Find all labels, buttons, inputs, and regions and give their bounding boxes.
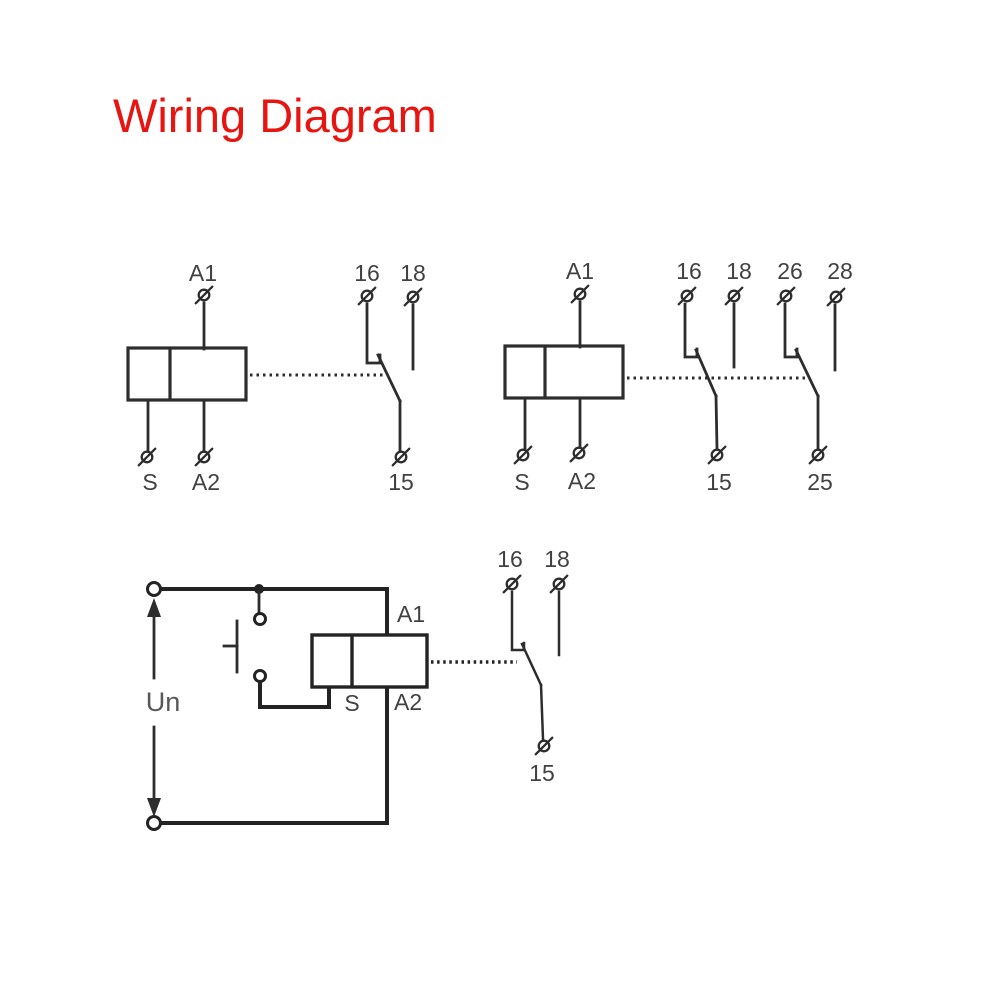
terminal-label-a2: A2 (394, 689, 422, 715)
screw-terminal-icon (534, 736, 554, 756)
screw-terminal-icon (357, 286, 377, 306)
terminal-label-18: 18 (400, 260, 426, 286)
supply-arrow-down-icon (147, 798, 161, 817)
screw-terminal-icon (570, 284, 590, 304)
push-button-contact (253, 669, 267, 683)
terminal-label-18: 18 (544, 546, 570, 572)
terminal-label-28: 28 (827, 258, 853, 284)
supply-top-wire (159, 587, 389, 636)
terminal-label-15: 15 (529, 760, 555, 786)
relay-coil-box (310, 633, 429, 689)
terminal-label-26: 26 (777, 258, 803, 284)
screw-terminal-icon (569, 443, 589, 463)
screw-terminal-icon (137, 447, 157, 467)
terminal-label-s: S (344, 690, 359, 716)
screw-terminal-icon (826, 287, 846, 307)
terminal-label-16: 16 (676, 258, 702, 284)
screw-terminal-icon (808, 445, 828, 465)
screw-terminal-icon (707, 445, 727, 465)
terminal-label-a1: A1 (566, 258, 594, 284)
nc-contact-seat (510, 590, 526, 652)
terminal-label-25: 25 (807, 469, 833, 495)
terminal-label-16: 16 (497, 546, 523, 572)
screw-terminal-icon (677, 286, 697, 306)
terminal-label-s: S (142, 469, 157, 495)
screw-terminal-icon (403, 287, 423, 307)
screw-terminal-icon (502, 574, 522, 594)
terminal-label-a1: A1 (189, 260, 217, 286)
screw-terminal-icon (776, 286, 796, 306)
junction-dot (254, 584, 264, 594)
terminal-label-15: 15 (706, 469, 732, 495)
changeover-contact-arm (520, 642, 543, 687)
terminal-label-15: 15 (388, 469, 414, 495)
terminal-label-a2: A2 (568, 468, 596, 494)
supply-terminal-node (146, 581, 162, 597)
button-to-s-wire (258, 680, 331, 709)
screw-terminal-icon (724, 286, 744, 306)
page-title: Wiring Diagram (113, 89, 437, 142)
screw-terminal-icon (194, 447, 214, 467)
changeover-contact-arm (694, 348, 718, 398)
terminal-label-a1: A1 (397, 601, 425, 627)
diagram-relay-2co: A1 S A2 16 18 15 (503, 258, 853, 495)
terminal-label-16: 16 (354, 260, 380, 286)
common-contact-lead (539, 683, 545, 741)
terminal-label-a2: A2 (192, 469, 220, 495)
relay-coil-box (126, 346, 248, 402)
common-contact-lead (714, 394, 719, 450)
screw-terminal-icon (391, 447, 411, 467)
terminal-label-18: 18 (726, 258, 752, 284)
relay-coil-box (503, 344, 625, 400)
screw-terminal-icon (194, 285, 214, 305)
diagram-relay-1co: A1 S A2 16 18 (126, 260, 426, 495)
screw-terminal-icon (549, 574, 569, 594)
changeover-contact-arm (376, 353, 402, 403)
supply-bottom-wire (160, 686, 389, 825)
screw-terminal-icon (513, 445, 533, 465)
changeover-contact-arm (794, 348, 820, 398)
push-button-contact (253, 612, 267, 626)
diagram-supply-circuit: Un A1 S A2 16 18 (146, 546, 570, 831)
terminal-label-s: S (514, 469, 529, 495)
supply-terminal-node (146, 815, 162, 831)
push-button-actuator-icon (222, 619, 239, 674)
supply-arrow-up-icon (147, 598, 161, 617)
supply-voltage-label: Un (146, 687, 181, 717)
